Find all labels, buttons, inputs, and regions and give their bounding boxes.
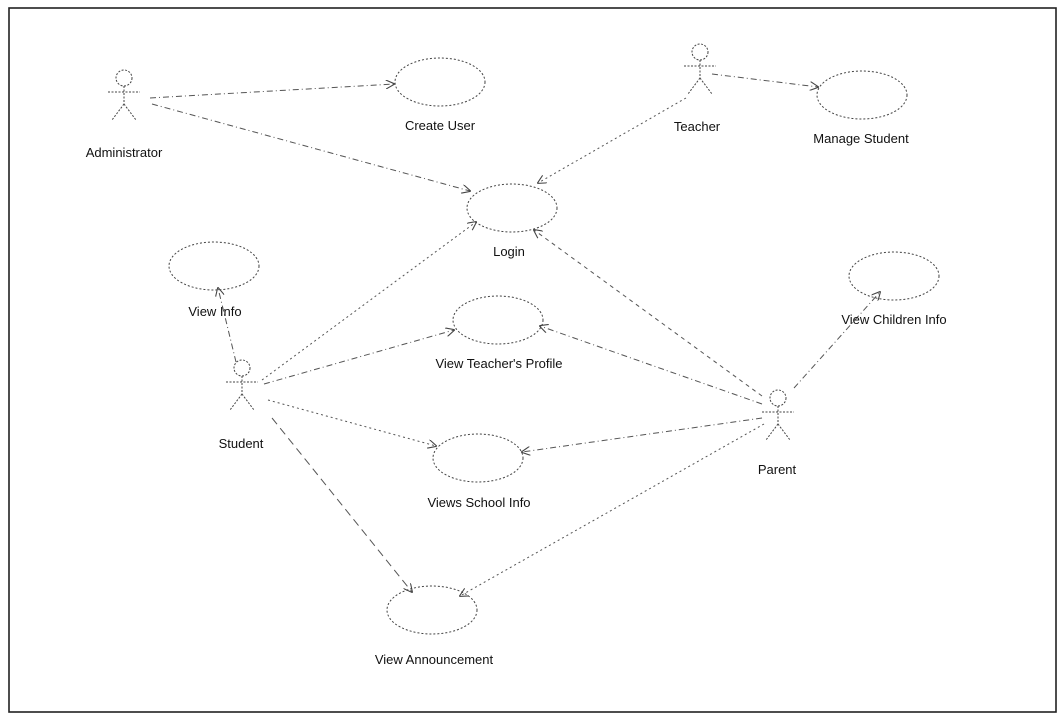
assoc-student-views-school-info <box>267 399 436 446</box>
use-case-view-info <box>168 241 260 291</box>
assoc-admin-login <box>151 103 470 191</box>
assoc-student-view-announcement <box>271 417 412 592</box>
use-case-label-view-info: View Info <box>188 304 241 319</box>
assoc-parent-views-school-info <box>522 417 763 452</box>
actor-administrator-figure <box>108 69 140 121</box>
use-case-label-manage-student: Manage Student <box>813 131 909 146</box>
use-case-view-teachers-profile <box>452 295 544 345</box>
use-case-views-school-info <box>432 433 524 483</box>
actor-label-administrator: Administrator <box>86 145 163 160</box>
assoc-admin-create-user <box>149 84 394 99</box>
use-case-label-login: Login <box>493 244 525 259</box>
actor-parent-figure <box>762 389 794 441</box>
assoc-parent-view-teachers-profile <box>540 326 763 405</box>
assoc-parent-view-children-info <box>793 292 880 389</box>
use-case-view-announcement <box>386 585 478 635</box>
assoc-student-view-info <box>218 288 237 363</box>
use-case-label-view-children-info: View Children Info <box>841 312 946 327</box>
assoc-parent-view-announcement <box>460 423 765 596</box>
assoc-teacher-manage-student <box>711 73 818 87</box>
actor-student-figure <box>226 359 258 411</box>
diagram-frame <box>8 7 1057 713</box>
assoc-student-view-teachers-profile <box>263 330 454 385</box>
use-case-label-view-announcement: View Announcement <box>375 652 494 667</box>
actor-label-parent: Parent <box>758 462 797 477</box>
use-case-login <box>466 183 558 233</box>
actor-label-teacher: Teacher <box>674 119 721 134</box>
use-case-manage-student <box>816 70 908 120</box>
actor-label-student: Student <box>219 436 264 451</box>
use-case-label-create-user: Create User <box>405 118 476 133</box>
assoc-teacher-login <box>538 97 687 183</box>
assoc-parent-login <box>534 230 763 397</box>
use-case-view-children-info <box>848 251 940 301</box>
use-case-label-views-school-info: Views School Info <box>427 495 530 510</box>
use-case-label-view-teachers-profile: View Teacher's Profile <box>435 356 562 371</box>
assoc-student-login <box>261 222 476 381</box>
use-case-create-user <box>394 57 486 107</box>
actor-teacher-figure <box>684 43 716 95</box>
